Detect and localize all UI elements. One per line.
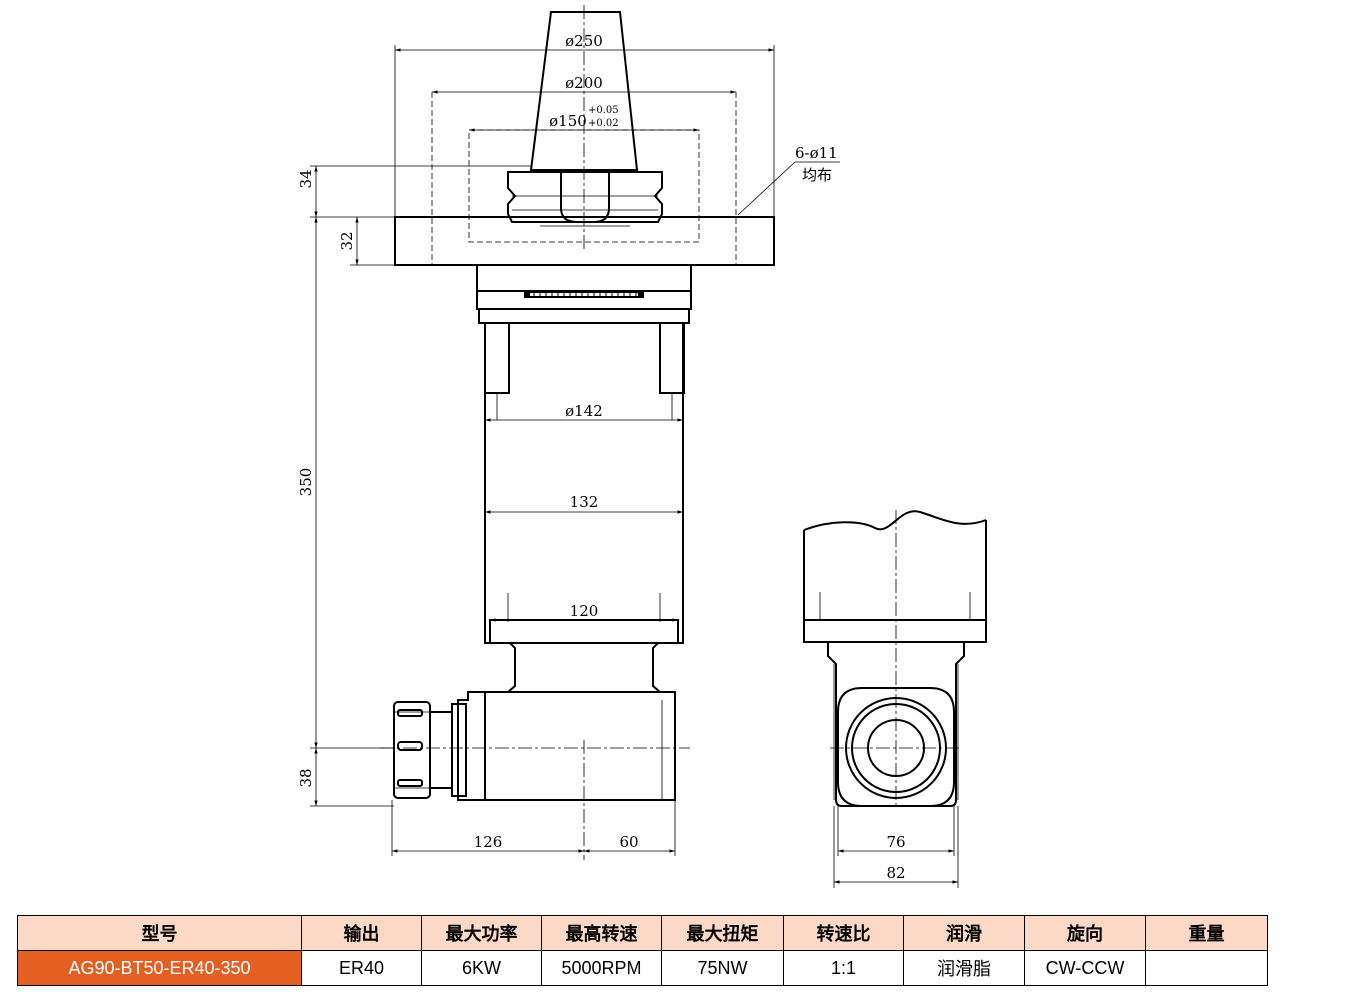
table-row: AG90-BT50-ER40-350 ER40 6KW 5000RPM 75NW… <box>17 950 1268 986</box>
header-max-power: 最大功率 <box>421 915 542 951</box>
cell-max-speed: 5000RPM <box>541 950 662 986</box>
cell-max-torque: 75NW <box>661 950 784 986</box>
header-lubrication: 润滑 <box>903 915 1025 951</box>
holes-note-count: 6-ø11 <box>795 144 838 162</box>
cell-weight <box>1145 950 1268 986</box>
technical-drawing: ø250 ø200 ø150 +0.05 +0.02 6-ø11 均布 34 3… <box>297 5 987 888</box>
cell-output: ER40 <box>301 950 422 986</box>
dim-h32: 32 <box>338 231 356 250</box>
dim-w60: 60 <box>619 833 638 851</box>
dim-d200: ø200 <box>565 74 603 92</box>
header-ratio: 转速比 <box>783 915 904 951</box>
header-weight: 重量 <box>1145 915 1268 951</box>
header-model: 型号 <box>17 915 302 951</box>
dim-h38: 38 <box>297 768 315 787</box>
header-max-torque: 最大扭矩 <box>661 915 784 951</box>
front-view <box>380 5 775 860</box>
holes-note-pattern: 均布 <box>802 166 832 184</box>
dim-d142: ø142 <box>565 402 603 420</box>
front-view-dimensions: ø250 ø200 ø150 +0.05 +0.02 6-ø11 均布 34 3… <box>297 32 840 856</box>
table-header-row: 型号 输出 最大功率 最高转速 最大扭矩 转速比 润滑 旋向 重量 <box>17 915 1268 951</box>
dim-d150: ø150 <box>549 112 587 130</box>
cell-ratio: 1:1 <box>783 950 904 986</box>
side-view <box>803 510 987 807</box>
dim-w120: 120 <box>570 602 599 620</box>
cell-lubrication: 润滑脂 <box>903 950 1025 986</box>
dim-d250: ø250 <box>565 32 603 50</box>
cell-rotation: CW-CCW <box>1024 950 1146 986</box>
cell-model: AG90-BT50-ER40-350 <box>17 950 302 986</box>
spec-table: 型号 输出 最大功率 最高转速 最大扭矩 转速比 润滑 旋向 重量 AG90-B… <box>17 915 1268 986</box>
dim-w82: 82 <box>886 864 905 882</box>
header-output: 输出 <box>301 915 422 951</box>
cell-max-power: 6KW <box>421 950 542 986</box>
dim-w126: 126 <box>474 833 503 851</box>
dim-d150-tol-upper: +0.05 <box>588 105 619 116</box>
dim-d150-tol-lower: +0.02 <box>588 118 619 129</box>
dim-w132: 132 <box>570 493 599 511</box>
dim-h350: 350 <box>297 468 315 497</box>
header-rotation: 旋向 <box>1024 915 1146 951</box>
side-view-dimensions: 76 82 <box>833 806 959 888</box>
dim-h34: 34 <box>297 169 315 188</box>
header-max-speed: 最高转速 <box>541 915 662 951</box>
dim-w76: 76 <box>886 833 905 851</box>
